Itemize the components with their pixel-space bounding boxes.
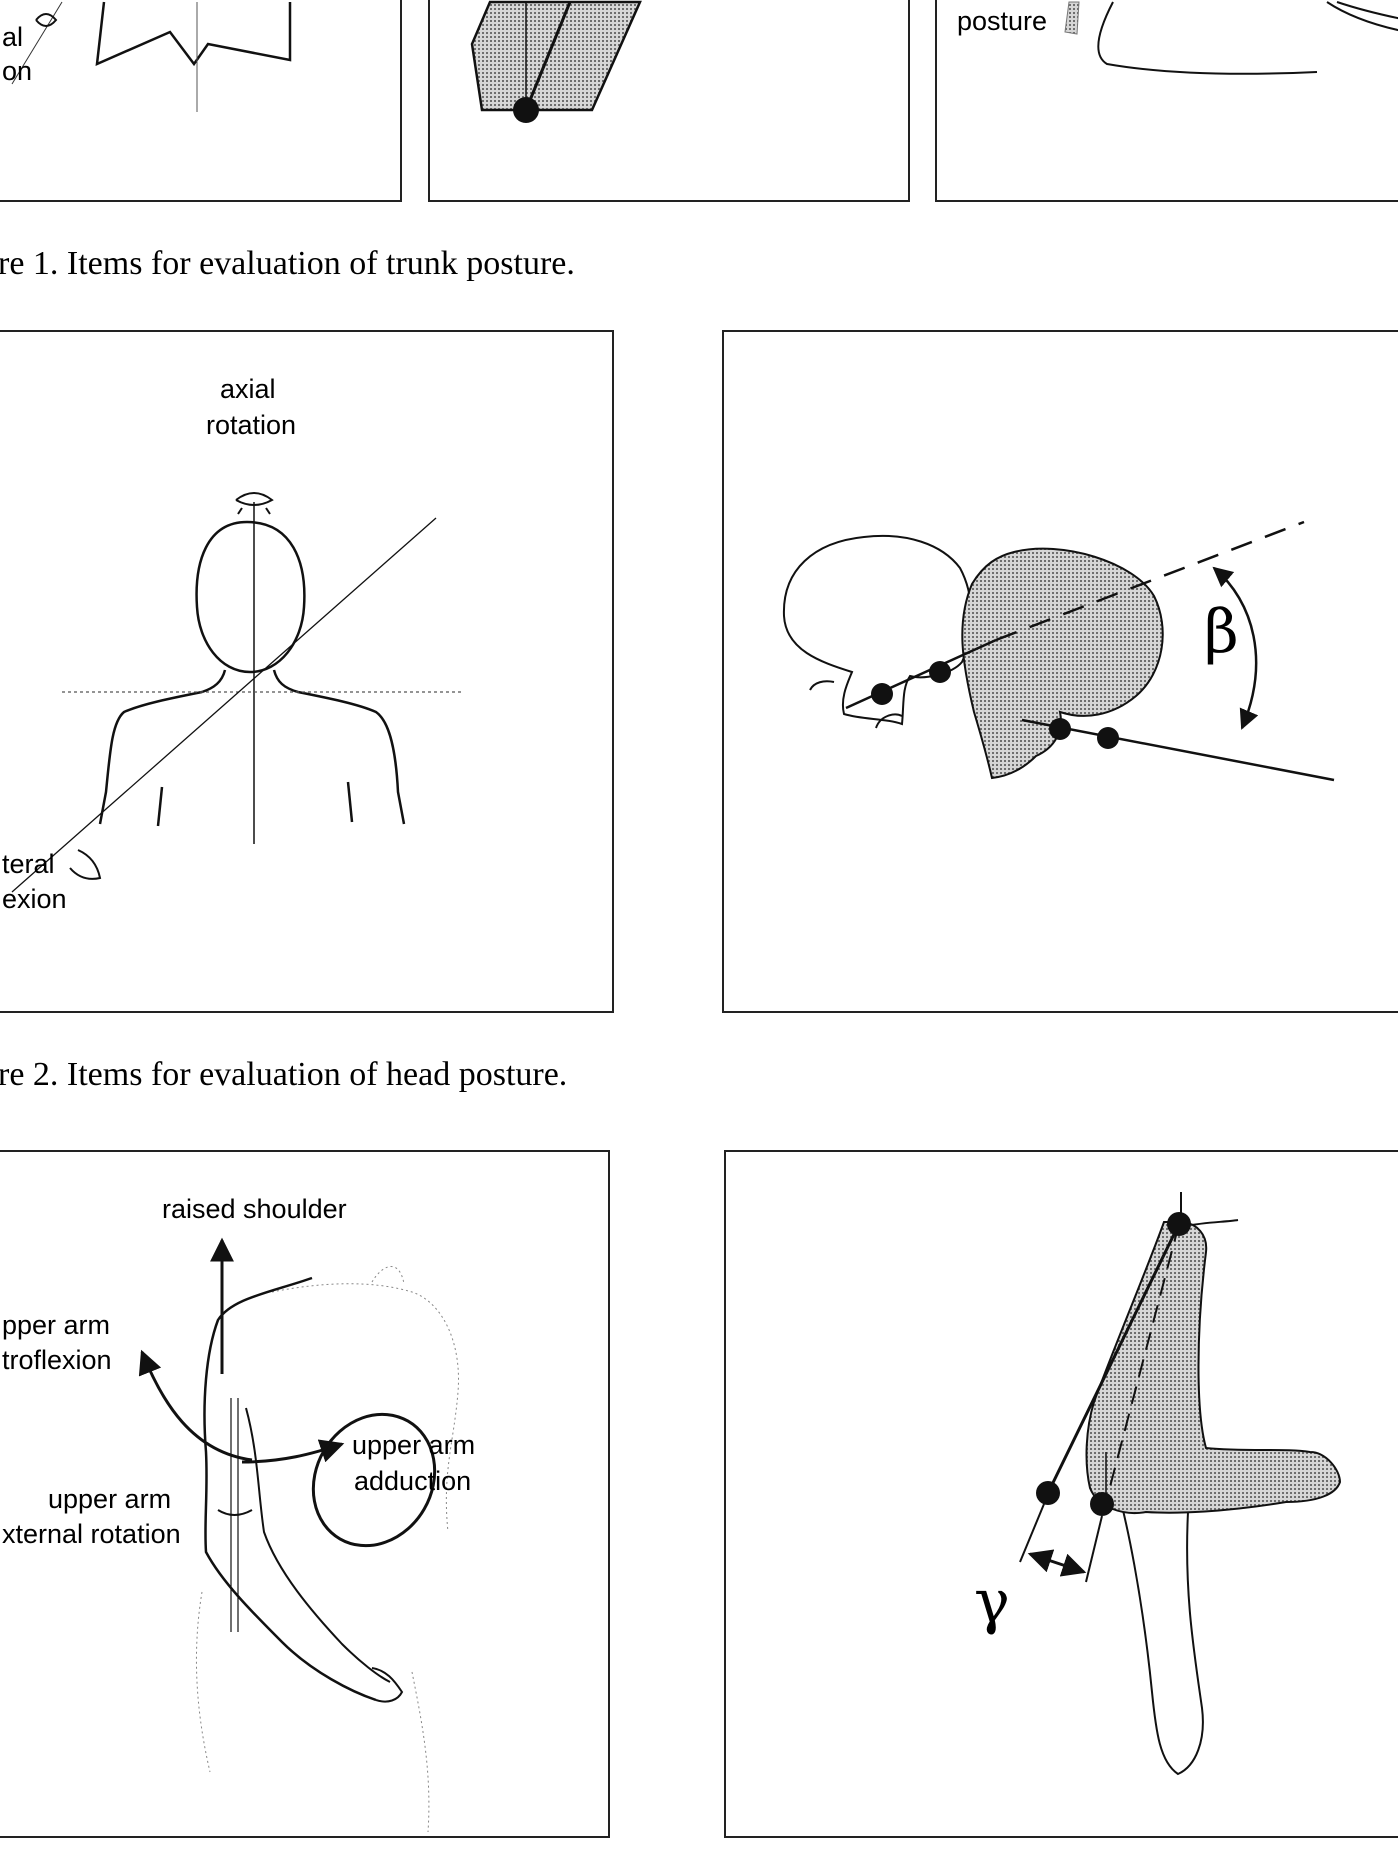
external-rotation-icon (217, 1509, 253, 1516)
arm-side-drawing (1019, 1192, 1342, 1776)
joint-marker (513, 97, 539, 123)
fig3-panel-shoulder: raised shoulder pper arm troflexion uppe… (0, 1150, 610, 1838)
fig2-panel-front: axial rotation teral exion (0, 330, 614, 1013)
head-side-drawing (782, 520, 1335, 782)
trunk-side-drawing (470, 0, 642, 123)
angle-beta-label: β (1204, 597, 1239, 667)
axial-rotation-icon (235, 492, 274, 506)
lateral-flexion-label-part1: teral (2, 849, 55, 879)
head-front-drawing (11, 492, 462, 893)
adduction-loop (311, 1412, 437, 1548)
lateral-flexion-label-part2: exion (2, 884, 67, 914)
fig3-panel-arm: γ (724, 1150, 1398, 1838)
external-rotation-label-part2: xternal rotation (2, 1519, 181, 1549)
fig2-panel-side: β (722, 330, 1398, 1013)
angle-arc-arrow-icon (1212, 566, 1259, 730)
fig1-panel-side (428, 0, 910, 202)
adduction-label-part2: adduction (354, 1466, 472, 1496)
right-shoulder-outline (272, 669, 406, 825)
shoulder-drawing (138, 1237, 460, 1833)
axial-rotation-label-part1: axial (220, 374, 276, 404)
axial-rotation-label-part2: rotation (206, 410, 297, 440)
fig1-panel-front: al on (0, 0, 402, 202)
retroflexion-label-part1: pper arm (2, 1310, 111, 1340)
lateral-flexion-label-part2: on (2, 56, 33, 86)
retroflexion-label-part2: troflexion (2, 1345, 112, 1375)
adduction-arrow-icon (241, 1439, 345, 1464)
fig1-panel-posture: posture (935, 0, 1398, 202)
lateral-flexion-label-part1: al (2, 22, 24, 52)
rotation-arrow-icon (35, 13, 58, 27)
trunk-front-drawing (11, 1, 292, 112)
posture-label: posture (957, 6, 1048, 36)
lateral-flexion-rotation-icon (69, 849, 102, 880)
external-rotation-label-part1: upper arm (48, 1484, 172, 1514)
trunk-posture-drawing (1064, 1, 1398, 75)
adduction-label-part1: upper arm (352, 1430, 476, 1460)
figure1-caption: re 1. Items for evaluation of trunk post… (0, 245, 575, 282)
distance-arrow-icon (1027, 1549, 1087, 1577)
retroflexion-arrow-icon (138, 1349, 253, 1462)
left-shoulder-outline (98, 669, 227, 825)
head-outline (195, 520, 306, 674)
raised-shoulder-label: raised shoulder (162, 1194, 347, 1224)
angle-gamma-label: γ (974, 1567, 1010, 1637)
figure2-caption: re 2. Items for evaluation of head postu… (0, 1056, 568, 1093)
